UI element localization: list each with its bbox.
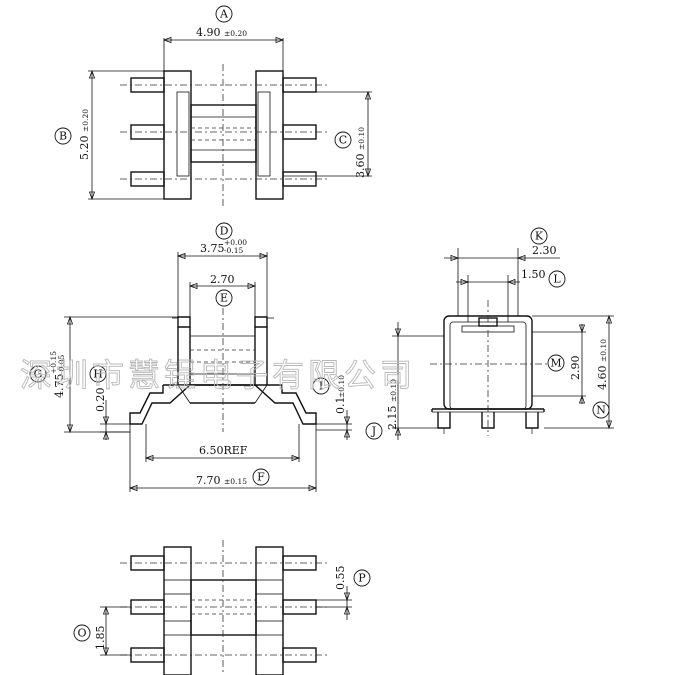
svg-text:5.20: 5.20 xyxy=(78,136,91,161)
dim-j-text: 2.15 ±0.10 xyxy=(386,379,399,430)
front-view: 3.75 +0.00 -0.15 D 2.70 E 6.50REF 7.70 xyxy=(29,222,352,492)
svg-text:D: D xyxy=(220,225,229,238)
label-c-bubble: C xyxy=(334,131,352,149)
svg-text:±0.10: ±0.10 xyxy=(337,375,346,398)
svg-text:A: A xyxy=(219,8,229,21)
svg-text:C: C xyxy=(339,134,347,147)
svg-text:K: K xyxy=(535,230,544,243)
svg-text:-0.15: -0.15 xyxy=(224,246,243,255)
label-a-bubble: A xyxy=(215,5,233,23)
label-p-bubble: P xyxy=(353,569,371,587)
label-m-bubble: M xyxy=(547,354,565,372)
dim-m-text: 2.90 xyxy=(569,356,582,381)
dim-k-text: 2.30 xyxy=(532,244,557,257)
svg-text:±0.20: ±0.20 xyxy=(224,29,247,38)
svg-text:N: N xyxy=(596,404,606,417)
dim-e-text: 2.70 xyxy=(210,273,235,286)
svg-text:±0.20: ±0.20 xyxy=(81,109,90,132)
side-view: 2.30 K 1.50 L 2.90 M 4.60 ±0 xyxy=(365,227,614,440)
svg-text:G: G xyxy=(34,368,43,381)
svg-text:7.70: 7.70 xyxy=(196,474,221,487)
svg-text:±0.10: ±0.10 xyxy=(357,127,366,150)
svg-text:±0.10: ±0.10 xyxy=(599,339,608,362)
svg-text:4.90: 4.90 xyxy=(196,26,221,39)
label-n-bubble: N xyxy=(592,401,610,419)
svg-text:0.1: 0.1 xyxy=(334,397,347,415)
svg-text:2.15: 2.15 xyxy=(386,406,399,431)
dim-a-text: 4.90 ±0.20 xyxy=(196,26,247,39)
label-e-bubble: E xyxy=(215,289,233,307)
bottom-view: 1.85 O 0.55 P xyxy=(73,540,371,675)
svg-text:I: I xyxy=(319,380,323,393)
label-d-bubble: D xyxy=(215,222,233,240)
dim-b-text: 5.20 ±0.20 xyxy=(78,109,91,160)
label-b-bubble: B xyxy=(54,127,72,145)
label-o-bubble: O xyxy=(73,624,91,642)
dim-f-text: 7.70 ±0.15 xyxy=(196,474,247,487)
svg-text:+0.00: +0.00 xyxy=(224,238,247,247)
label-l-bubble: L xyxy=(548,270,566,288)
dim-l-text: 1.50 xyxy=(521,268,546,281)
dim-c-text: 3.60 ±0.10 xyxy=(354,127,367,178)
label-f-bubble: F xyxy=(252,468,270,486)
svg-text:L: L xyxy=(553,273,561,286)
svg-text:3.75: 3.75 xyxy=(200,242,225,255)
svg-text:H: H xyxy=(93,368,103,381)
watermark-text: 深圳市慧锃电子有限公司 xyxy=(20,356,416,394)
svg-text:4.75: 4.75 xyxy=(53,374,66,399)
svg-text:-0.05: -0.05 xyxy=(57,355,66,374)
svg-text:B: B xyxy=(59,130,67,143)
svg-text:F: F xyxy=(257,471,265,484)
top-view: 4.90 ±0.20 A 5.20 ±0.20 B 3.60 ±0.10 xyxy=(54,5,372,206)
label-i-bubble: I xyxy=(312,377,330,395)
svg-text:E: E xyxy=(220,292,228,305)
dim-h-text: 0.20 xyxy=(94,388,107,413)
svg-text:M: M xyxy=(550,357,561,370)
label-h-bubble: H xyxy=(89,365,107,383)
svg-text:+0.15: +0.15 xyxy=(49,351,58,374)
svg-text:±0.15: ±0.15 xyxy=(224,477,247,486)
svg-text:P: P xyxy=(358,572,366,585)
dim-o-text: 1.85 xyxy=(94,626,107,651)
label-k-bubble: K xyxy=(530,227,548,245)
dim-d-text: 3.75 +0.00 -0.15 xyxy=(200,238,247,255)
svg-text:±0.10: ±0.10 xyxy=(389,379,398,402)
svg-text:4.60: 4.60 xyxy=(596,366,609,391)
svg-text:J: J xyxy=(371,425,376,438)
svg-text:O: O xyxy=(77,627,86,640)
dim-i-text: 0.1 ±0.10 xyxy=(334,375,347,414)
dim-n-text: 4.60 ±0.10 xyxy=(596,339,609,390)
label-j-bubble: J xyxy=(365,422,383,440)
dim-g-text: 4.75 +0.15 -0.05 xyxy=(49,351,66,398)
dim-p-text: 0.55 xyxy=(334,566,347,591)
dim-ref-text: 6.50REF xyxy=(199,444,248,457)
svg-text:3.60: 3.60 xyxy=(354,154,367,179)
label-g-bubble: G xyxy=(29,365,47,383)
